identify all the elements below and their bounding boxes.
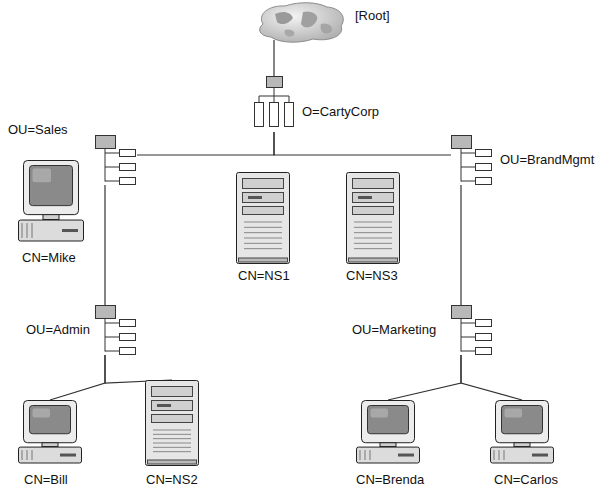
node-label: CN=Mike [22,250,76,265]
org-unit-icon: OU=BrandMgmt [451,135,493,185]
workstation-icon [356,400,420,464]
node-label: OU=Sales [8,122,68,137]
tree-connector [50,355,105,400]
tree-connector [273,40,274,76]
node-label: CN=NS3 [346,268,398,283]
org-unit-icon [95,305,137,355]
root-globe: [Root] [255,2,345,42]
node-label: OU=BrandMgmt [500,152,594,167]
org-unit-icon [451,135,493,185]
tree-connector [274,132,451,155]
tree-connector [461,355,522,400]
org-unit-icon: OU=Marketing [451,305,493,355]
workstation-icon: CN=Brenda [356,400,420,464]
node-label: CN=Bill [24,472,68,487]
server-icon: CN=NS1 [236,172,290,264]
server-icon [346,172,400,264]
org-unit-icon [95,135,137,185]
server-icon: CN=NS2 [145,380,199,466]
node-label: O=CartyCorp [302,104,379,119]
workstation-icon [18,160,84,242]
workstation-icon: CN=Bill [18,400,82,464]
workstation-icon [18,400,82,464]
tree-connector [460,185,461,305]
server-icon [145,380,199,466]
node-label: CN=NS1 [238,268,290,283]
server-icon: CN=NS3 [346,172,400,264]
org-unit-icon: OU=Sales [95,135,137,185]
root-globe [255,2,345,42]
workstation-icon: CN=Carlos [490,400,554,464]
workstation-icon [490,400,554,464]
node-label: CN=Brenda [356,472,424,487]
organization-icon [252,76,296,132]
tree-connector [137,132,274,155]
server-icon [236,172,290,264]
node-label: CN=Carlos [494,472,558,487]
tree-connector [105,355,172,383]
org-unit-icon: OU=Admin [95,305,137,355]
tree-connector [104,185,105,305]
tree-connector [388,355,461,400]
node-label: CN=NS2 [146,472,198,487]
node-label: OU=Marketing [352,322,436,337]
node-label: OU=Admin [26,322,90,337]
organization-icon: O=CartyCorp [252,76,296,132]
node-label: [Root] [355,8,390,23]
workstation-icon: CN=Mike [18,160,84,242]
org-unit-icon [451,305,493,355]
